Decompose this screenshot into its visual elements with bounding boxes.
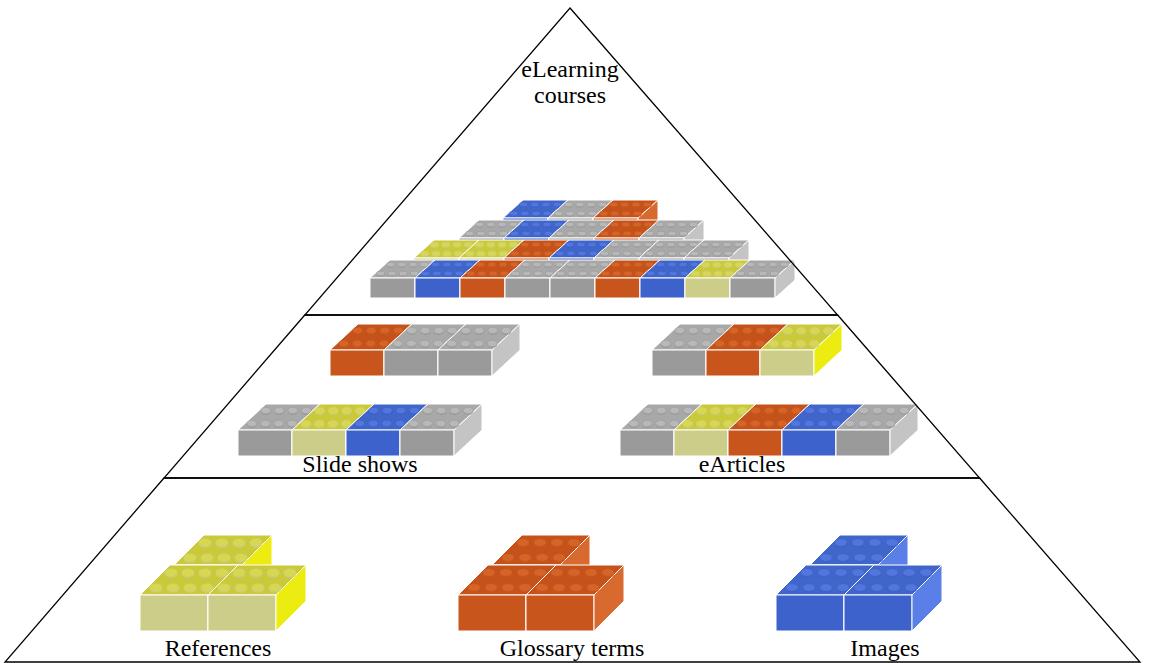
band-border [5, 478, 1140, 662]
lego-brick [438, 324, 520, 376]
lego-brick [836, 404, 918, 456]
lego-brick [400, 404, 482, 456]
lego-brick [208, 565, 306, 631]
lego-brick [593, 200, 658, 238]
lego-brick [760, 324, 842, 376]
band-label: eArticles [699, 451, 786, 477]
pyramid-top-band: eLearning courses [304, 8, 838, 315]
band-border [305, 8, 838, 315]
band-label: eLearning courses [505, 56, 635, 108]
band-label: Glossary terms [500, 635, 645, 661]
band-outline [5, 478, 1140, 662]
pyramid-middle-band: Slide shows eArticles [163, 315, 980, 478]
band-outline [163, 315, 980, 478]
lego-brick [844, 565, 942, 631]
band-outline [304, 8, 838, 315]
band-label: Images [850, 635, 919, 661]
band-border [164, 315, 980, 478]
lego-brick [730, 260, 795, 298]
lego-brick [684, 240, 749, 278]
lego-brick [639, 220, 704, 258]
band-label: Slide shows [302, 451, 417, 477]
band-label: References [165, 635, 272, 661]
pyramid-base-band: References Glossary terms Images [5, 478, 1140, 662]
lego-brick [526, 565, 624, 631]
